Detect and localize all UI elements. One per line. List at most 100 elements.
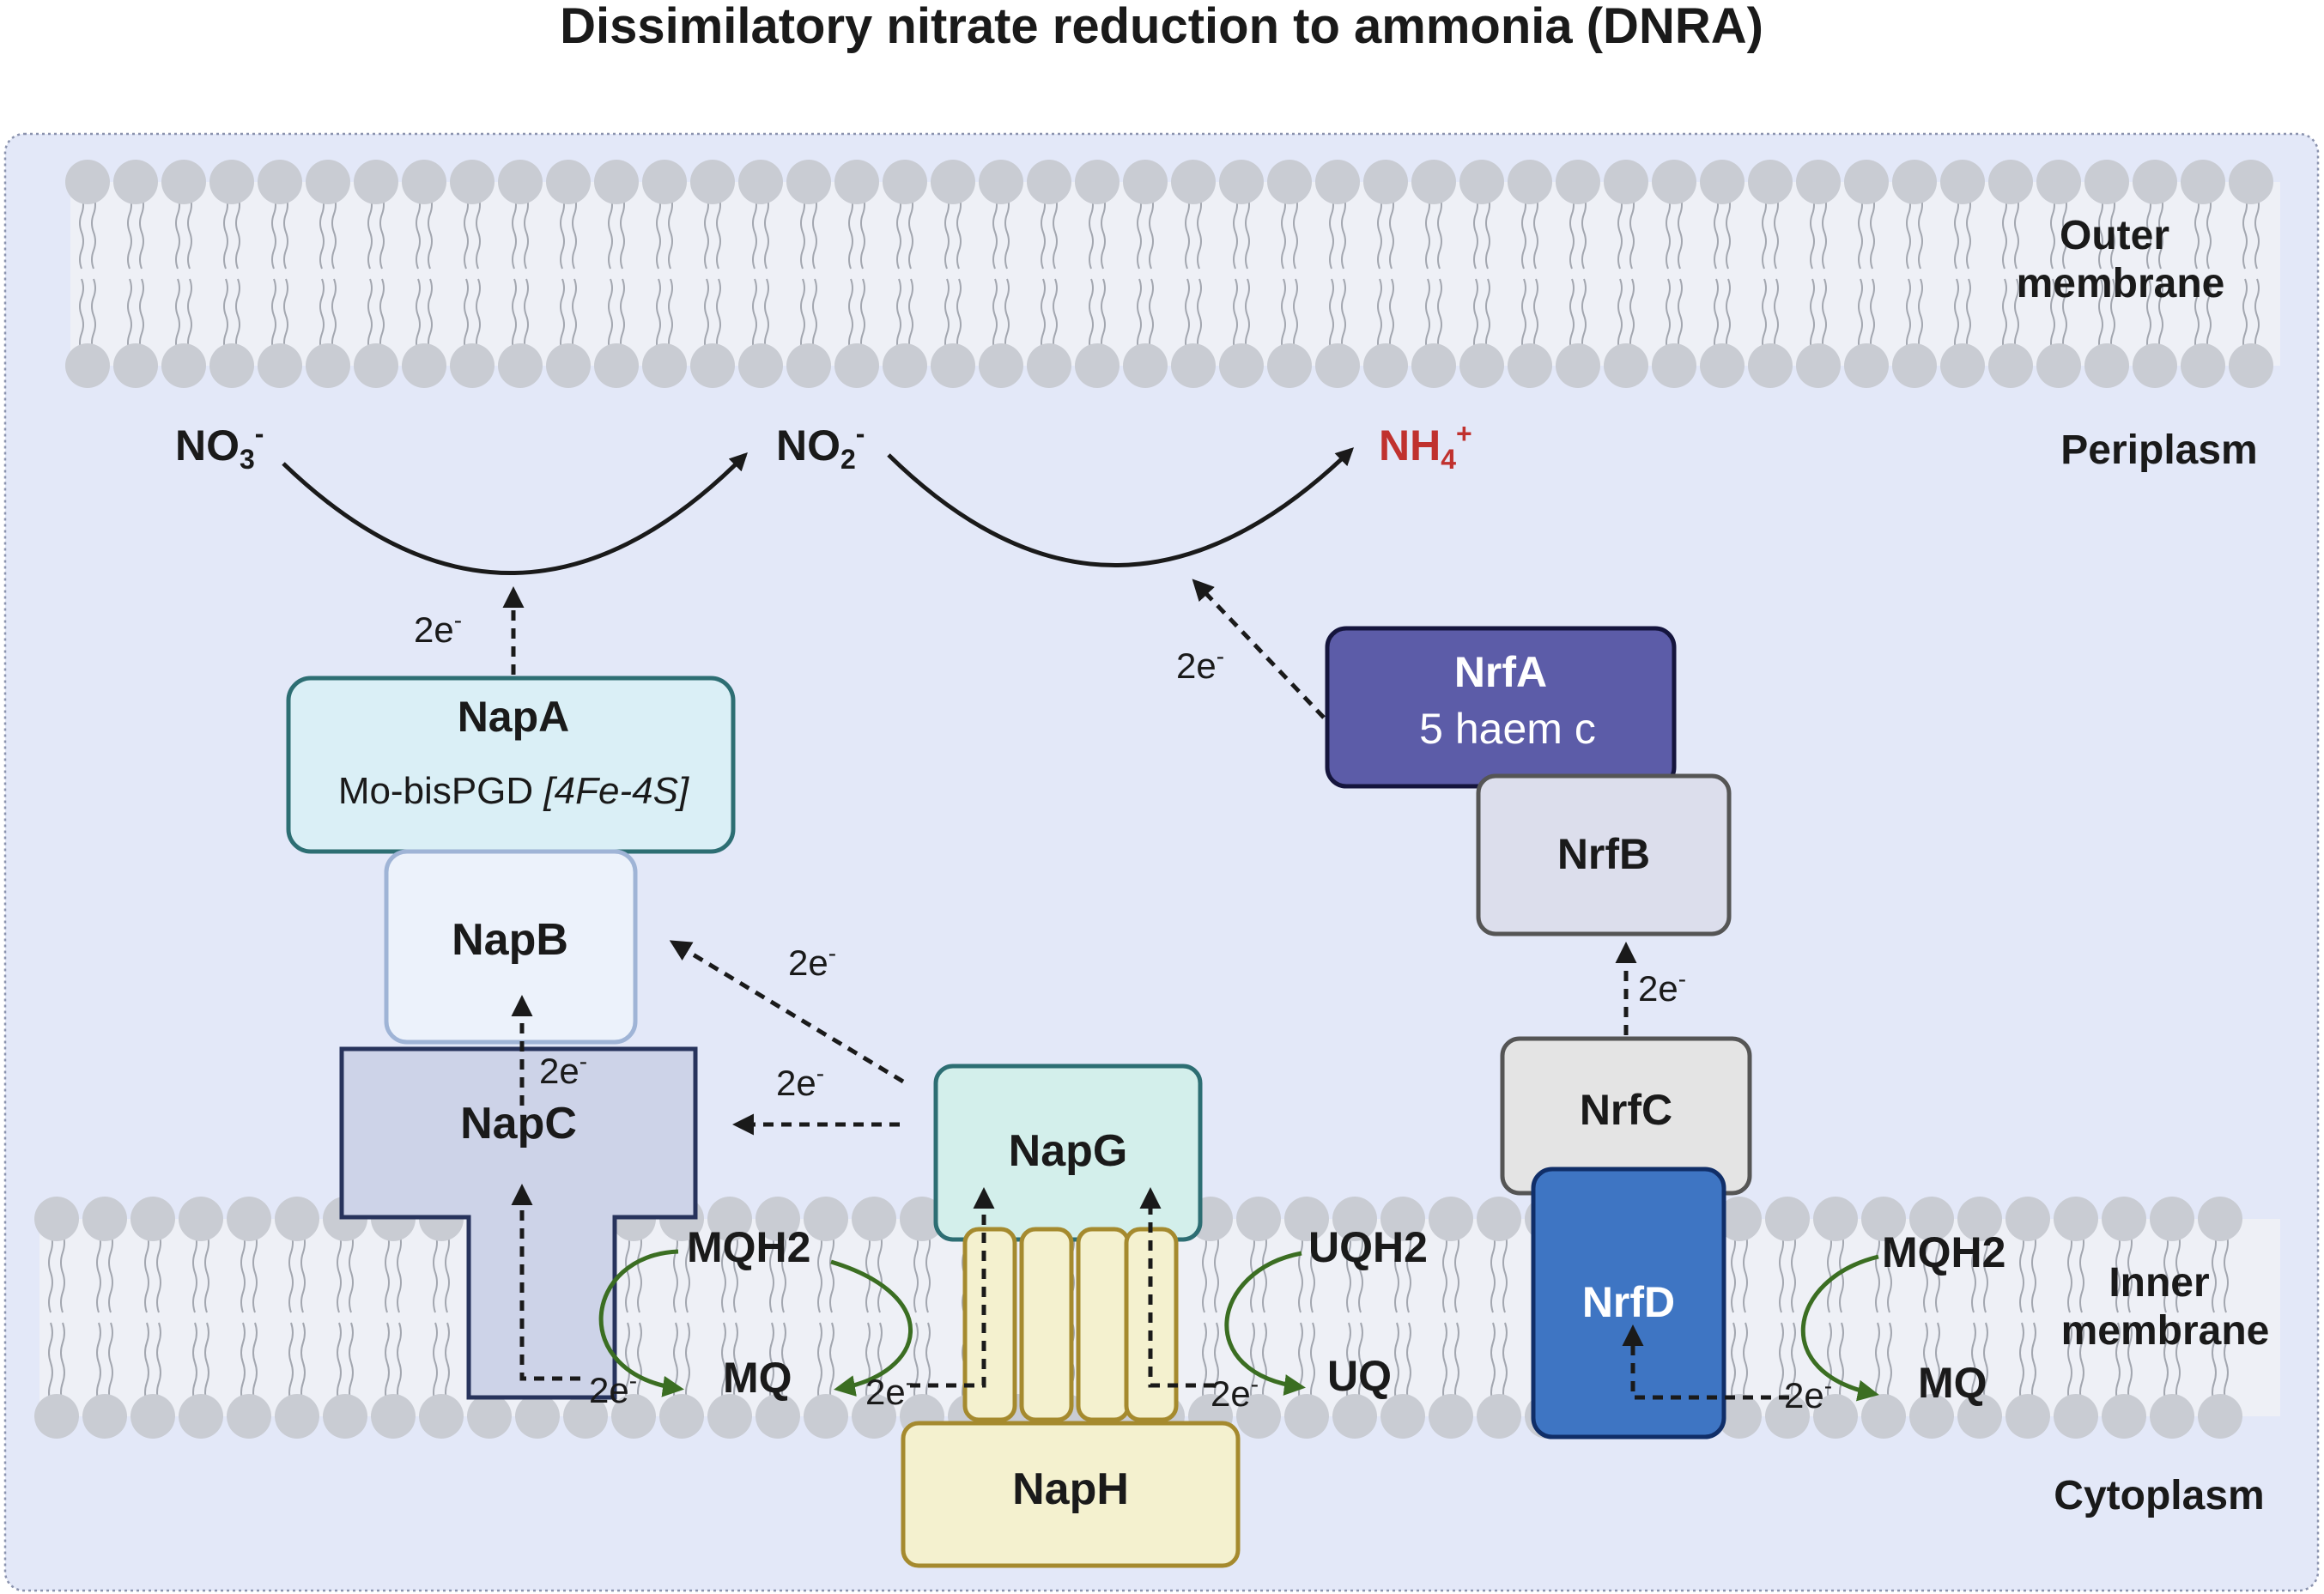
lipid-tail (319, 278, 325, 353)
lipid-tail (860, 278, 865, 353)
lipid-tail (1743, 1232, 1748, 1313)
uqh2-to-uq-arrow (1224, 1251, 1306, 1396)
lipid-tail (1341, 195, 1346, 270)
lipid-tail (2002, 278, 2007, 353)
lipid-tail (2098, 278, 2103, 353)
lipid-tail (2224, 1232, 2229, 1313)
lipid-tail (96, 1322, 101, 1403)
lipid-tail (288, 1232, 294, 1313)
lipid-tail (1714, 195, 1719, 270)
lipid-head (1219, 343, 1264, 388)
lipid-tail (235, 195, 240, 270)
lipid-tail (1485, 195, 1490, 270)
lipid-tail (1329, 195, 1334, 270)
lipid-tail (764, 195, 769, 270)
lipid-tail (1923, 1322, 1928, 1403)
lipid-tail (2110, 195, 2115, 270)
lipid-head (1556, 343, 1600, 388)
lipid-head (34, 1197, 79, 1241)
lipid-head (1429, 1197, 1473, 1241)
lipid-tail (2146, 278, 2151, 353)
lipid-tail (2206, 195, 2212, 270)
lipid-tail (240, 1322, 246, 1403)
electron-arrow-into-nrfd (1622, 1324, 1789, 1400)
lipid-tail (913, 1232, 919, 1313)
lipid-tail (476, 195, 481, 270)
lipid-head (467, 1394, 512, 1439)
lipid-tail (800, 195, 805, 270)
lipid-tail (860, 195, 865, 270)
lipid-tail (397, 1232, 402, 1313)
lipid-head (1988, 160, 2033, 204)
lipid-tail (2014, 278, 2019, 353)
lipid-tail (367, 195, 373, 270)
lipid-head (738, 160, 783, 204)
lipid-tail (1971, 1322, 1976, 1403)
lipid-tail (271, 278, 276, 353)
lipid-head (931, 160, 975, 204)
electron-arrow-naph-left (910, 1187, 995, 1388)
lipid-tail (925, 1322, 931, 1403)
lipid-tail (464, 195, 469, 270)
lipid-tail (1425, 278, 1430, 353)
lipid-tail (2146, 195, 2151, 270)
lipid-tail (1791, 1322, 1796, 1403)
lipid-tail (1293, 278, 1298, 353)
napa-label: NapA (458, 693, 570, 741)
uq-label: UQ (1327, 1352, 1392, 1400)
lipid-tail (2212, 1232, 2217, 1313)
lipid-head (563, 1394, 608, 1439)
lipid-head (2198, 1197, 2242, 1241)
nrfa-label: NrfA (1454, 648, 1547, 696)
lipid-tail (2050, 278, 2055, 353)
lipid-tail (139, 195, 144, 270)
lipid-head (786, 343, 831, 388)
lipid-head (1236, 1197, 1281, 1241)
naph-label: NapH (1012, 1464, 1129, 1514)
lipid-tail (637, 1322, 642, 1403)
lipid-head (2150, 1197, 2194, 1241)
lipid-tail (572, 278, 577, 353)
lipid-head (979, 343, 1023, 388)
lipid-tail (48, 1322, 53, 1403)
lipid-tail (1197, 195, 1202, 270)
lipid-tail (721, 1232, 726, 1313)
lipid-tail (223, 195, 228, 270)
lipid-tail (2019, 1322, 2024, 1403)
lipid-tail (1262, 1232, 1267, 1313)
lipid-head (1508, 160, 1552, 204)
lipid-tail (2067, 1322, 2072, 1403)
lipid-tail (1983, 1232, 1988, 1313)
lipid-tail (2062, 278, 2067, 353)
lipid-tail (865, 1322, 871, 1403)
lipid-tail (288, 1322, 294, 1403)
lipid-tail (2002, 195, 2007, 270)
nrfb-label: NrfB (1557, 830, 1650, 878)
electron-arrow-mq-into-napc (511, 1184, 580, 1381)
lipid-tail (1377, 195, 1382, 270)
lipid-tail (524, 195, 529, 270)
lipid-tail (1887, 1322, 1892, 1403)
lipid-tail (1101, 195, 1106, 270)
lipid-head (707, 1394, 752, 1439)
lipid-head (1267, 160, 1312, 204)
lipid-tail (2158, 195, 2163, 270)
lipid-tail (1521, 278, 1526, 353)
lipid-head (1813, 1197, 1858, 1241)
lipid-tail (2175, 1322, 2181, 1403)
lipid-tail (1569, 278, 1575, 353)
lipid-tail (524, 278, 529, 353)
lipid-tail (637, 1232, 642, 1313)
lipid-tail (2115, 1232, 2121, 1313)
lipid-tail (812, 278, 817, 353)
nrfb-box (1476, 773, 1732, 936)
lipid-head (515, 1394, 560, 1439)
lipid-tail (2014, 195, 2019, 270)
lipid-tail (416, 195, 421, 270)
lipid-tail (1214, 1232, 1219, 1313)
lipid-head (1700, 160, 1745, 204)
lipid-head (611, 1394, 656, 1439)
lipid-head (1236, 1394, 1281, 1439)
lipid-head (804, 1197, 848, 1241)
